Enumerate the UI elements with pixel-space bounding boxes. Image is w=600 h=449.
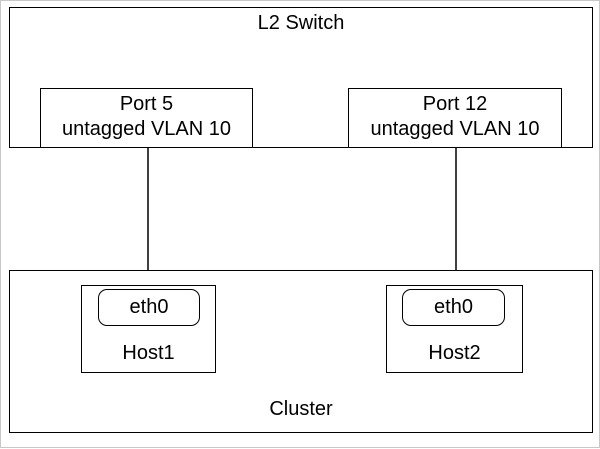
port-5-name: Port 5 xyxy=(119,93,174,115)
port-5-vlan: untagged VLAN 10 xyxy=(61,118,232,140)
port-12-text: Port 12 untagged VLAN 10 xyxy=(349,92,561,142)
host2-label: Host2 xyxy=(428,342,481,364)
host1-box: eth0 Host1 xyxy=(81,285,216,373)
host1-interface-label: eth0 xyxy=(129,296,169,318)
l2-switch-label: L2 Switch xyxy=(257,12,345,34)
port-12-box: Port 12 untagged VLAN 10 xyxy=(348,88,562,148)
host2-box: eth0 Host2 xyxy=(386,285,523,373)
port-5-text: Port 5 untagged VLAN 10 xyxy=(41,92,252,142)
host1-eth0-interface: eth0 xyxy=(98,289,200,326)
host2-eth0-interface: eth0 xyxy=(402,289,505,326)
port-5-box: Port 5 untagged VLAN 10 xyxy=(40,88,253,148)
port-12-vlan: untagged VLAN 10 xyxy=(370,118,540,140)
host2-interface-label: eth0 xyxy=(434,296,473,318)
cluster-label: Cluster xyxy=(269,398,333,420)
host1-label: Host1 xyxy=(122,342,175,364)
port-12-name: Port 12 xyxy=(422,93,488,115)
